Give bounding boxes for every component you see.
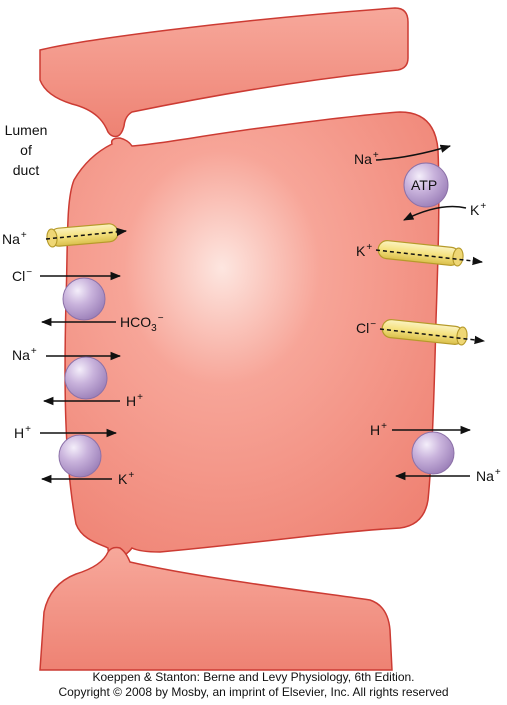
ion-charge: + [372,150,379,161]
credit-line-2: Copyright © 2008 by Mosby, an imprint of… [58,685,449,699]
h-k-exchanger [40,428,118,484]
na-h-exchanger [42,351,122,406]
ion-symbol: HCO [120,314,152,330]
ion-charge: + [137,392,143,403]
ion-symbol: K [356,243,366,259]
cl-in-label: Cl− [12,267,33,287]
ion-charge: + [381,421,387,432]
na-channel-apical [45,223,128,248]
hco3-out-label: HCO3− [120,313,164,334]
ion-charge: − [26,267,33,278]
lumen-label: Lumen of duct [0,120,52,180]
lumen-label-line3: duct [12,162,40,178]
ion-symbol: K [118,471,128,487]
ion-charge: + [30,346,37,357]
ion-subscript: 3 [151,323,157,334]
na-in-basolateral-label: Na+ [476,467,501,487]
k-in-atpase-label: K+ [470,201,487,221]
k-out-label: K+ [118,470,135,490]
ion-symbol: Cl [356,320,370,336]
ion-symbol: Na [12,347,30,363]
na-channel-label: Na+ [2,230,27,250]
ion-charge: + [494,467,501,478]
h-out-label: H+ [126,392,143,412]
na-out-atpase-label: Na+ [354,150,379,170]
duct-cell [64,111,440,559]
h-na-exchanger-basolateral [392,425,472,481]
ion-charge: + [366,242,373,253]
ion-symbol: Na [354,151,372,167]
ion-symbol: H [126,393,137,409]
ion-charge: + [25,424,31,435]
lumen-label-line2: of [20,142,32,158]
ion-symbol: Na [476,468,494,484]
neighbor-cell-bottom [39,546,393,671]
ion-symbol: Cl [12,268,26,284]
h-in-label: H+ [14,424,31,444]
cl-hco3-exchanger [40,271,122,327]
na-k-atpase [375,144,467,221]
cl-channel-basolateral [379,319,486,346]
lumen-label-line1: Lumen [4,122,48,138]
credit-line-1: Koeppen & Stanton: Berne and Levy Physio… [92,670,415,684]
neighbor-cell-top [39,7,409,138]
ion-symbol: K [470,202,480,218]
ion-charge: − [370,319,377,330]
k-channel-basolateral [375,240,484,267]
ion-charge: − [157,313,164,324]
atp-label: ATP [411,177,438,193]
ion-symbol: Na [2,231,20,247]
ion-charge: + [128,470,135,481]
h-out-basolateral-label: H+ [370,421,387,441]
k-channel-label: K+ [356,242,373,262]
na-in-label: Na+ [12,346,37,366]
ion-charge: + [480,201,487,212]
ion-symbol: H [370,422,381,438]
ion-charge: + [20,230,27,241]
ion-symbol: H [14,425,25,441]
cl-channel-label: Cl− [356,319,377,339]
